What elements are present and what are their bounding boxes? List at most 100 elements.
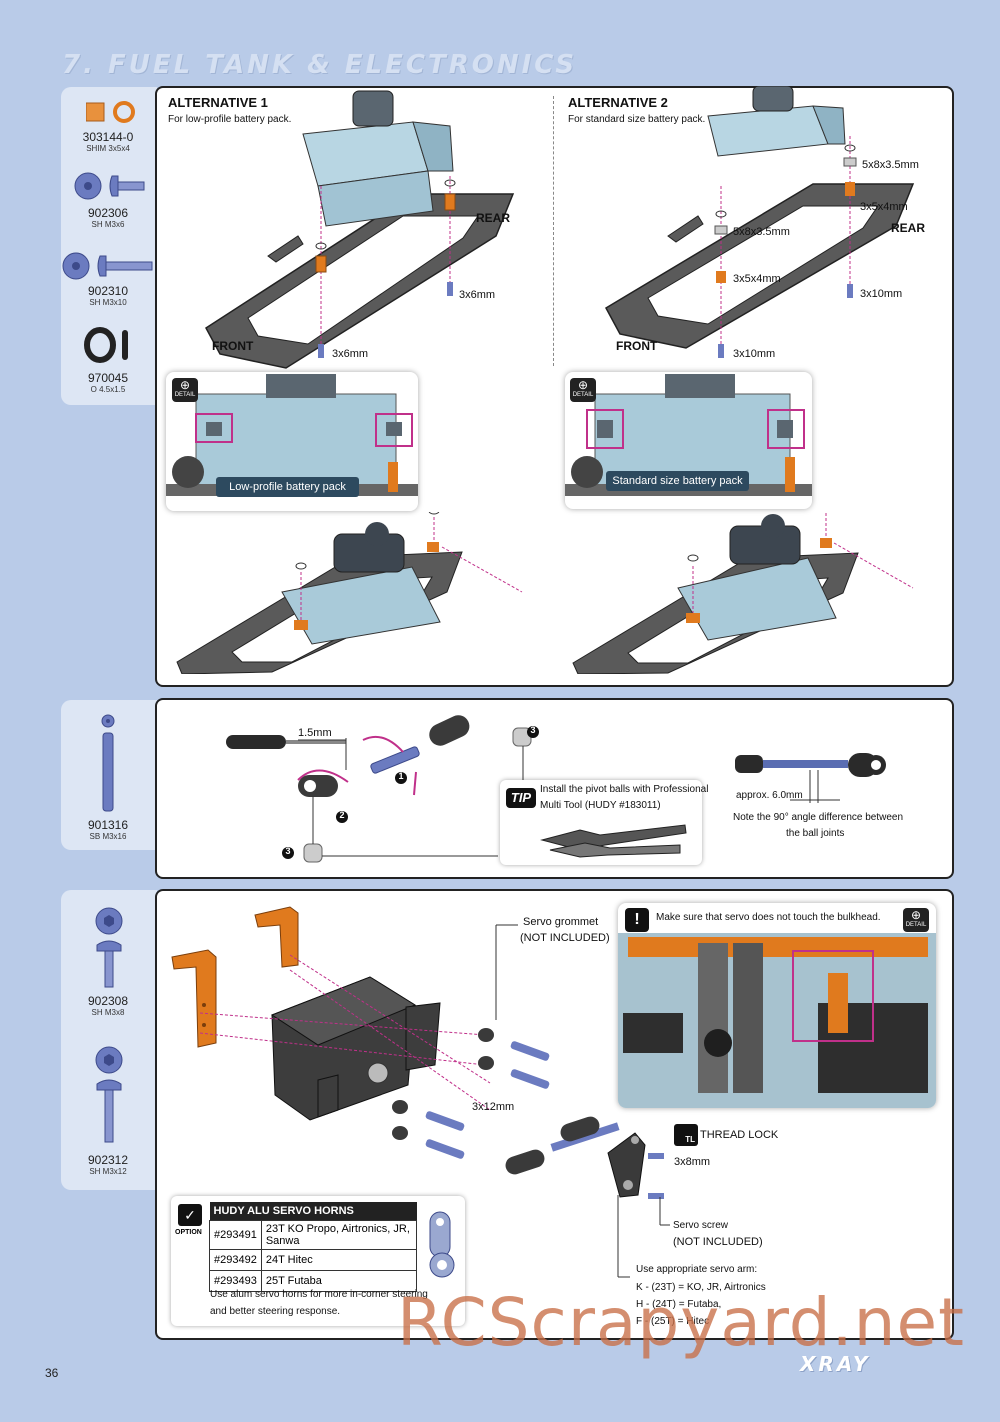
step-3b-label: 3 xyxy=(285,846,291,856)
table-cell-code: #293492 xyxy=(209,1249,262,1271)
alt2-title: ALTERNATIVE 2 xyxy=(568,95,668,110)
brand-logo: XRAY xyxy=(800,1352,871,1376)
alt1-front-label: FRONT xyxy=(212,339,254,353)
option-note-2: and better steering response. xyxy=(210,1306,341,1317)
shim-icon xyxy=(85,101,138,130)
alt1-detail-label: Low-profile battery pack xyxy=(216,477,359,497)
detail-icon-label: DETAIL xyxy=(174,392,196,398)
alt2-spacer-b-label: 3x5x4mm xyxy=(733,273,781,285)
alt1-title: ALTERNATIVE 1 xyxy=(168,95,268,110)
screw-m3x10-icon xyxy=(62,252,156,287)
alt2-rear-label: REAR xyxy=(891,221,926,235)
servo-exploded-diagram xyxy=(171,906,550,1159)
magnifier-icon: ⊕ xyxy=(577,378,589,392)
magnifier-icon: ⊕ xyxy=(179,378,191,392)
alt1-exploded-diagram xyxy=(205,90,515,369)
servo-arm-screw-label: 3x8mm xyxy=(674,1156,711,1168)
part-desc: O 4.5x1.5 xyxy=(90,385,126,394)
table-cell-desc: 24T Hitec xyxy=(260,1249,418,1271)
alt1-detail-illustration xyxy=(166,374,418,496)
alt2-spacer-a-label: 3x5x4mm xyxy=(860,201,908,213)
servo-grommet-label-1: Servo grommet xyxy=(523,916,599,928)
alt1-rear-screw-label: 3x6mm xyxy=(459,289,496,301)
alt2-assembled-diagram xyxy=(572,513,914,674)
servo-arm-f: F - (25T) = Hitec xyxy=(636,1316,710,1327)
part-code: 303144-0 xyxy=(82,130,134,144)
part-desc: SH M3x12 xyxy=(89,1167,127,1176)
part-code: 902306 xyxy=(87,206,129,220)
tip-text-2: Multi Tool (HUDY #183011) xyxy=(540,800,661,811)
alt2-detail-label: Standard size battery pack xyxy=(606,471,749,491)
table-cell-code: #293491 xyxy=(209,1220,262,1250)
part-desc: SH M3x6 xyxy=(91,220,125,229)
part-desc: SHIM 3x5x4 xyxy=(86,144,130,153)
alt2-shim-b-label: 5x8x3.5mm xyxy=(733,226,790,238)
o-ring-icon xyxy=(84,326,134,369)
part-code: 902310 xyxy=(87,284,129,298)
linkage-diagram xyxy=(226,715,539,863)
turnbuckle-diagram xyxy=(735,753,886,803)
servo-arm-diagram xyxy=(505,1116,670,1278)
warning-text: Make sure that servo does not touch the … xyxy=(656,912,881,923)
option-label: OPTION xyxy=(175,1229,202,1236)
part-code: 901316 xyxy=(87,818,129,832)
detail-icon: ⊕DETAIL xyxy=(570,378,596,402)
detail-icon: ⊕DETAIL xyxy=(172,378,198,402)
alt2-front-screw-label: 3x10mm xyxy=(733,348,776,360)
servo-arm-h: H - (24T) = Futaba, xyxy=(636,1299,722,1310)
table-cell-desc: 23T KO Propo, Airtronics, JR, Sanwa xyxy=(260,1220,418,1250)
servo-screw-size-label: 3x12mm xyxy=(472,1101,515,1113)
option-note-1: Use alum servo horns for more in-corner … xyxy=(210,1289,428,1300)
alu-servo-horn-illustration xyxy=(429,1211,455,1278)
watermark: RCScrapyard.net xyxy=(397,1284,965,1361)
servo-arm-note-title: Use appropriate servo arm: xyxy=(636,1264,758,1275)
alt1-subtitle: For low-profile battery pack. xyxy=(168,114,292,125)
screw-m3x6-icon xyxy=(74,172,150,207)
alt2-subtitle: For standard size battery pack. xyxy=(568,114,706,125)
detail-icon: ⊕DETAIL xyxy=(903,908,929,932)
alt1-front-screw-label: 3x6mm xyxy=(332,348,369,360)
threadlock-icon-label: TL xyxy=(685,1135,695,1144)
alt1-rear-label: REAR xyxy=(476,211,511,225)
threadlock-label: THREAD LOCK xyxy=(700,1129,779,1141)
alt2-exploded-diagram xyxy=(604,86,915,358)
step-3a-label: 3 xyxy=(530,725,536,735)
servo-arm-k: K - (23T) = KO, JR, Airtronics xyxy=(636,1282,766,1293)
servo-detail-box xyxy=(618,903,936,1108)
panel-divider xyxy=(553,96,554,366)
angle-note-2: the ball joints xyxy=(786,828,845,839)
tip-badge: TIP xyxy=(506,788,536,808)
alt2-front-label: FRONT xyxy=(616,339,658,353)
servo-horn-table-header: HUDY ALU SERVO HORNS xyxy=(209,1202,417,1221)
threadlock-icon: TL xyxy=(674,1124,698,1146)
step-2-label: 2 xyxy=(339,810,345,820)
ball-stud-icon xyxy=(100,713,116,818)
part-code: 902312 xyxy=(87,1153,129,1167)
tip-text-1: Install the pivot balls with Professiona… xyxy=(540,784,709,795)
step-1-label: 1 xyxy=(398,771,404,781)
part-desc: SH M3x10 xyxy=(89,298,127,307)
angle-note-1: Note the 90° angle difference between xyxy=(733,812,904,823)
part-desc: SB M3x16 xyxy=(89,832,127,841)
page-title: 7. FUEL TANK & ELECTRONICS xyxy=(62,50,578,80)
hex-dim-label: 1.5mm xyxy=(298,727,332,739)
servo-grommet-label-2: (NOT INCLUDED) xyxy=(520,932,610,944)
page-number: 36 xyxy=(45,1366,59,1380)
magnifier-icon: ⊕ xyxy=(910,908,922,922)
servo-screw-label-1: Servo screw xyxy=(673,1220,729,1231)
alt1-assembled-diagram xyxy=(176,512,523,674)
multi-tool-illustration xyxy=(540,824,687,858)
alt2-shim-a-label: 5x8x3.5mm xyxy=(862,159,919,171)
servo-detail-illustration xyxy=(618,933,936,1108)
screw-m3x8-icon xyxy=(92,907,126,994)
part-code: 902308 xyxy=(87,994,129,1008)
table-cell-desc: 25T Futaba xyxy=(260,1270,418,1292)
alt2-rear-screw-label: 3x10mm xyxy=(860,288,903,300)
approx-dim-label: approx. 6.0mm xyxy=(736,790,803,801)
thumbs-up-icon: ✓ xyxy=(178,1204,202,1226)
detail-icon-label: DETAIL xyxy=(905,922,927,928)
servo-screw-label-2: (NOT INCLUDED) xyxy=(673,1236,763,1248)
part-code: 970045 xyxy=(87,371,129,385)
